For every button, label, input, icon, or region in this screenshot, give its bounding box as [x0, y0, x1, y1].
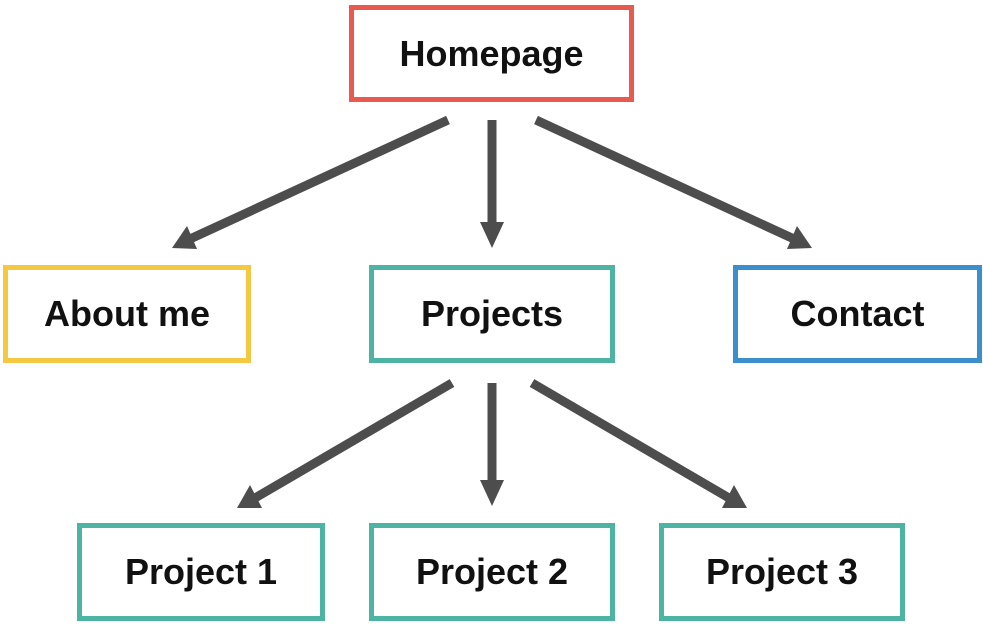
edge-projects-to-project-2 — [480, 383, 504, 506]
edge-homepage-to-about — [172, 115, 450, 249]
node-label: Project 1 — [124, 551, 278, 592]
edge-projects-to-project-1 — [237, 379, 455, 508]
edge-projects-to-project-3 — [529, 379, 747, 508]
edge-line — [534, 115, 796, 244]
arrowhead-icon — [172, 226, 197, 249]
node-label: Contact — [790, 293, 925, 334]
edge-line — [529, 379, 732, 502]
node-label: Homepage — [399, 32, 584, 74]
node-label: About me — [44, 293, 210, 334]
node-label: Projects — [420, 293, 564, 334]
edge-line — [188, 115, 450, 244]
node-project-1: Project 1 — [77, 523, 325, 621]
arrowhead-icon — [480, 222, 504, 248]
edge-line — [252, 379, 455, 502]
arrowhead-icon — [480, 480, 504, 506]
node-about-me: About me — [3, 265, 251, 363]
edge-homepage-to-contact — [534, 115, 812, 249]
node-contact: Contact — [733, 265, 982, 363]
node-label: Project 2 — [415, 551, 569, 592]
arrowhead-icon — [722, 485, 747, 508]
arrowhead-icon — [787, 226, 812, 249]
node-project-3: Project 3 — [659, 523, 905, 621]
edge-homepage-to-projects — [480, 120, 504, 248]
node-label: Project 3 — [705, 551, 859, 592]
node-project-2: Project 2 — [369, 523, 615, 621]
node-projects: Projects — [369, 265, 615, 363]
node-homepage: Homepage — [349, 5, 634, 102]
arrowhead-icon — [237, 485, 262, 508]
